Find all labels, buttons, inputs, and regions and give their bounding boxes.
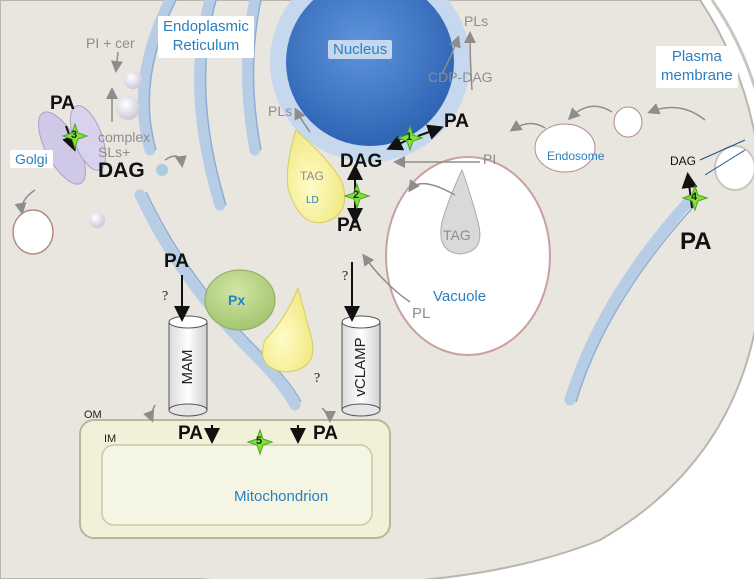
pls-nucleus-label: PLs <box>464 13 489 29</box>
golgi-vesicle-2 <box>116 96 140 120</box>
dag-pm-label: DAG <box>670 154 697 168</box>
endosome-label: Endosome <box>547 149 605 163</box>
star-2 <box>343 182 371 210</box>
step-5-number: 5 <box>256 435 263 447</box>
outer-membrane-label: OM <box>84 409 102 421</box>
golgi-vesicle-3 <box>89 212 105 228</box>
lipid-droplet-label: LD <box>306 195 319 206</box>
vclamp-tether <box>341 315 381 417</box>
secretory-vesicle <box>12 209 54 255</box>
plasma-membrane-bud <box>714 145 754 191</box>
vclamp-label: vCLAMP <box>352 337 369 397</box>
dag-golgi-label: DAG <box>98 159 145 182</box>
tag-ld-label: TAG <box>300 169 324 183</box>
star-4 <box>681 184 709 212</box>
lipid-droplet-free <box>262 286 314 373</box>
pa-mito-right-label: PA <box>313 423 338 444</box>
mitochondrion-label: Mitochondrion <box>234 488 329 505</box>
question-mark-ld: ? <box>314 371 321 386</box>
inner-membrane-label: IM <box>104 433 117 445</box>
endosome <box>534 123 596 173</box>
step-4-number: 4 <box>691 191 698 203</box>
pi-center-label: PI <box>483 151 497 167</box>
pa-nucleus-label: PA <box>444 111 469 132</box>
question-mark-mam: ? <box>162 289 169 304</box>
star-1 <box>396 124 424 152</box>
pa-center-label: PA <box>337 215 362 236</box>
peroxisome-label: Px <box>228 292 246 308</box>
golgi-label: Golgi <box>10 150 53 168</box>
golgi-vesicle-4 <box>156 164 168 176</box>
pa-pm-label: PA <box>680 228 712 255</box>
plasma-membrane-lines <box>699 139 746 176</box>
pa-er-label: PA <box>164 251 189 272</box>
step-1-number: 1 <box>406 131 413 143</box>
complex-sls-label: complex SLs+ <box>98 129 151 160</box>
peroxisome <box>204 269 276 331</box>
question-mark-vclamp: ? <box>342 269 349 284</box>
gray-arrows <box>14 31 706 423</box>
vacuole-label: Vacuole <box>428 287 492 306</box>
vacuole <box>385 156 551 356</box>
mitochondrion-inner <box>101 444 373 526</box>
step-3-number: 3 <box>71 129 78 141</box>
cdp-dag-label: CDP-DAG <box>428 69 493 85</box>
plasma-membrane-label: Plasma membrane <box>656 46 738 88</box>
er-label: Endoplasmic Reticulum <box>158 16 254 58</box>
step-2-number: 2 <box>353 189 360 201</box>
dag-center-label: DAG <box>340 151 383 172</box>
pi-cer-label: PI + cer <box>86 35 135 51</box>
endosome-vesicle <box>613 106 643 138</box>
cell-edge <box>710 0 754 91</box>
pa-golgi-label: PA <box>50 93 75 114</box>
pl-vacuole-label: PL <box>412 305 431 322</box>
pls-left-label: PLs <box>268 103 293 119</box>
nucleus-label: Nucleus <box>328 40 393 59</box>
nucleus <box>286 0 454 146</box>
tag-vacuole-label: TAG <box>443 227 471 243</box>
star-3 <box>61 122 89 150</box>
golgi-vesicle-1 <box>124 71 142 89</box>
vacuole-tag-droplet <box>440 168 481 255</box>
reaction-stars <box>61 122 709 456</box>
star-5 <box>246 428 274 456</box>
pa-mito-left-label: PA <box>178 423 203 444</box>
lipid-droplet-er <box>286 129 346 224</box>
mam-label: MAM <box>179 349 196 385</box>
